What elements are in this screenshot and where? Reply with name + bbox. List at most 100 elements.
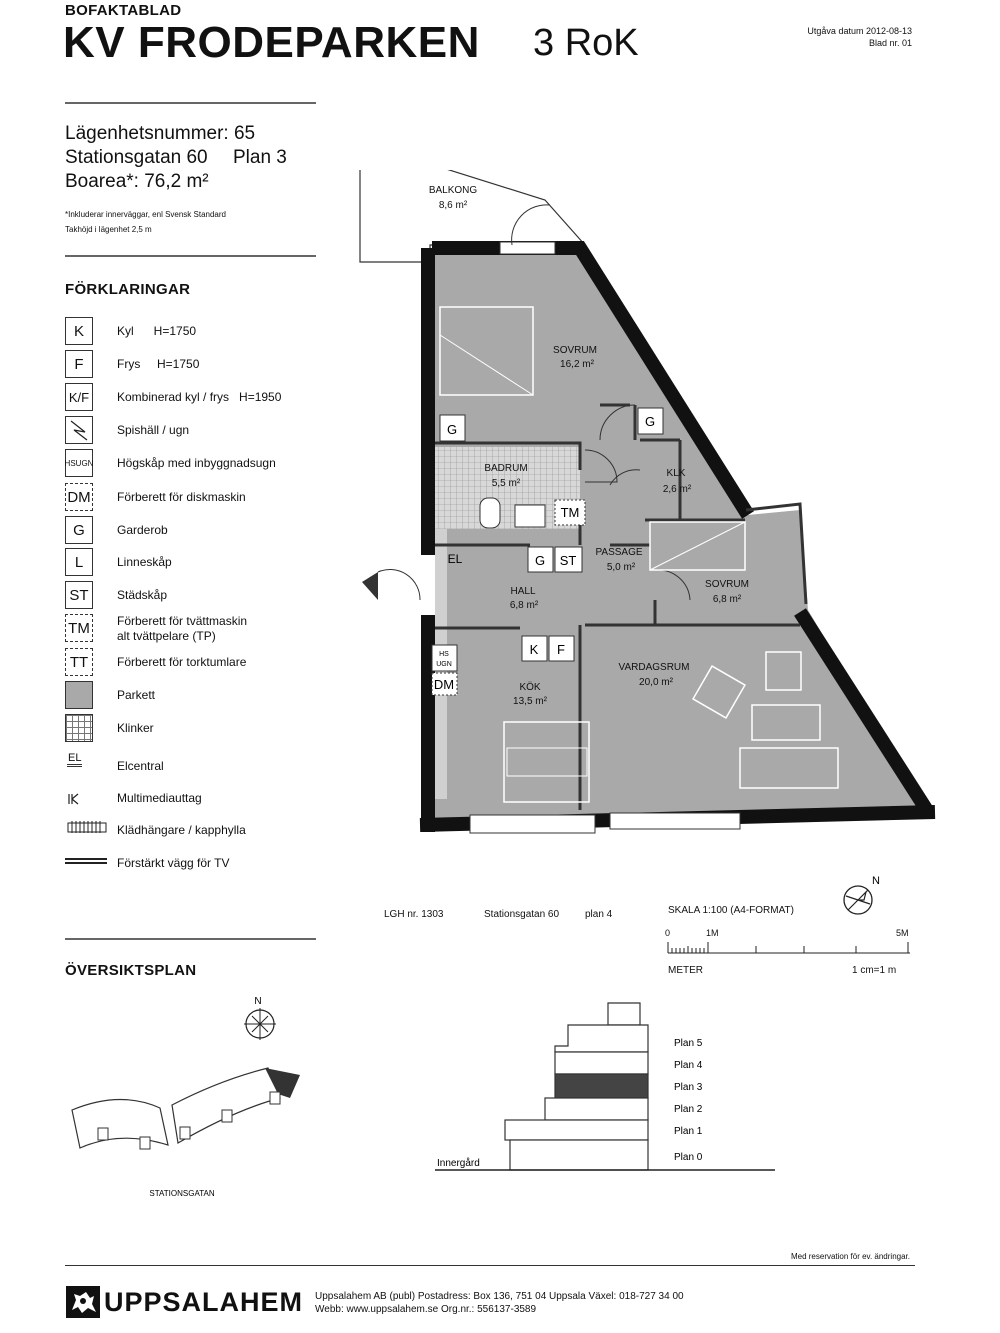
company-contact: Uppsalahem AB (publ) Postadress: Box 136… [315, 1291, 684, 1302]
legend-label: Linneskåp [117, 555, 172, 569]
legend-symbol: F [65, 350, 93, 378]
floor-label: Plan 5 [674, 1038, 703, 1049]
building-block [71, 1098, 169, 1149]
legend-heading: FÖRKLARINGAR [65, 281, 191, 298]
room-area: 5,0 m² [607, 562, 636, 573]
issue-date: Utgåva datum 2012-08-13 [807, 26, 912, 36]
door-swing [377, 568, 421, 601]
door-swing [609, 469, 641, 486]
hanger-icon [67, 820, 107, 839]
legend-item-parquet: Parkett [65, 681, 315, 711]
wardrobe-label: G [645, 414, 655, 429]
parquet-swatch [65, 681, 93, 709]
room-count: 3 RoK [533, 22, 639, 64]
legend-item-tall-oven: HS UGN Högskåp med inbyggnadsugn [65, 449, 315, 479]
property-title: KV FRODEPARKEN [63, 18, 480, 67]
reservation-note: Med reservation för ev. ändringar. [790, 1252, 910, 1261]
legend-label: Högskåp med inbyggnadsugn [117, 456, 276, 470]
legend-symbol: G [65, 516, 93, 544]
floor-label: Plan 3 [674, 1082, 703, 1093]
toilet [479, 497, 501, 529]
building-section [554, 1051, 649, 1075]
balcony-outline [359, 170, 587, 263]
compass-icon [244, 1008, 276, 1040]
apartment-floor: Plan 3 [233, 147, 287, 168]
wardrobe [527, 546, 554, 573]
legend-symbol: ST [65, 581, 93, 609]
bed [649, 521, 746, 571]
legend-item-dishwasher: DM Förberett för diskmaskin [65, 483, 315, 513]
tall-oven [431, 644, 458, 672]
plan-caption-lgh: LGH nr. 1303 [384, 909, 444, 920]
legend-item-cleaning: ST Städskåp [65, 581, 315, 611]
legend-item-hangers: Klädhängare / kapphylla [65, 816, 315, 846]
highlighted-building [265, 1068, 300, 1098]
floor-label: Plan 1 [674, 1126, 703, 1137]
building-detail [139, 1136, 151, 1150]
legend-symbol: DM [65, 483, 93, 511]
company-web: Webb: www.uppsalahem.se Org.nr.: 556137-… [315, 1304, 537, 1315]
room-area: 6,8 m² [510, 600, 539, 611]
legend-item-fridge: K Kyl H=1750 [65, 317, 315, 347]
legend-item-fridge-freezer: K/F Kombinerad kyl / frys H=1950 [65, 383, 315, 413]
building-section [607, 1002, 641, 1026]
legend-label: Kyl H=1750 [117, 324, 197, 338]
door-swing [584, 449, 618, 483]
legend-item-freezer: F Frys H=1750 [65, 350, 315, 380]
freezer-label: F [557, 642, 565, 657]
scale-unit: METER [668, 965, 703, 976]
legend-label: Garderob [117, 523, 168, 537]
cleaning-closet-label: ST [560, 553, 577, 568]
cleaning-closet [554, 546, 583, 573]
building-detail [97, 1127, 109, 1141]
legend-item-multimedia: Multimediauttag [65, 784, 315, 814]
wardrobe [439, 414, 466, 442]
room-name: HALL [510, 586, 535, 597]
dishwasher [431, 672, 458, 696]
scale-ratio: 1 cm=1 m [852, 965, 897, 976]
divider [65, 102, 316, 104]
exterior-wall [432, 241, 754, 519]
divider [65, 255, 316, 257]
building-section [504, 1119, 649, 1141]
floor-label: Plan 0 [674, 1152, 703, 1163]
section-diagram: Innergård Plan 5 Plan 4 Plan 3 Plan 2 Pl… [435, 1002, 775, 1171]
ceiling-height-note: Takhöjd i lägenhet 2,5 m [65, 225, 152, 234]
room-name: SOVRUM [705, 579, 749, 590]
entrance-opening [421, 555, 435, 615]
scale-label: SKALA 1:100 (A4-FORMAT) [668, 905, 794, 916]
legend-item-electrical: EL Elcentral [65, 752, 315, 782]
floor-label: Plan 4 [674, 1060, 703, 1071]
legend-label: Elcentral [117, 759, 164, 773]
legend-item-dryer: TT Förberett för torktumlare [65, 648, 315, 678]
scale-bar [667, 942, 910, 954]
door-swing [511, 204, 551, 246]
room-area: 20,0 m² [639, 677, 674, 688]
floor-label: Plan 2 [674, 1104, 703, 1115]
site-north-label: N [254, 996, 261, 1007]
legend-item-washer: TM Förberett för tvättmaskin alt tvättpe… [65, 614, 315, 644]
window [609, 812, 741, 830]
legend-item-stove: Spishäll / ugn [65, 416, 315, 446]
legend-label: Förberett för diskmaskin [117, 490, 246, 504]
legend-label: Förberett för torktumlare [117, 655, 247, 669]
tv-wall-icon [65, 858, 107, 864]
room-name: BADRUM [484, 463, 527, 474]
sofa [739, 747, 839, 789]
north-label: N [872, 875, 880, 887]
legend-label: Multimediauttag [117, 791, 202, 805]
apartment-address: Stationsgatan 60 [65, 147, 208, 168]
scale-tick-0: 0 [665, 928, 671, 938]
balcony-door [499, 241, 556, 255]
room-area: 16,2 m² [560, 359, 595, 370]
wardrobe-label: G [535, 553, 545, 568]
dining-table [503, 721, 590, 803]
armchair [692, 665, 746, 719]
door-swing [599, 404, 636, 441]
bed [649, 521, 746, 571]
fridge [521, 635, 548, 662]
building-detail [179, 1126, 191, 1140]
room-name: SOVRUM [553, 345, 597, 356]
site-plan: N STATIONSGATAN [71, 996, 300, 1198]
building-detail [221, 1109, 233, 1123]
